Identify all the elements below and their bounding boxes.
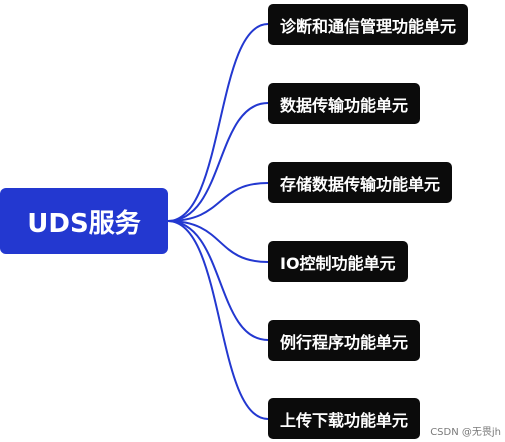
child-node-routine: 例行程序功能单元 xyxy=(268,320,421,361)
child-node-label: 数据传输功能单元 xyxy=(280,95,409,115)
child-node-label: 存储数据传输功能单元 xyxy=(280,174,441,194)
connector-3 xyxy=(167,182,269,222)
connector-5 xyxy=(167,220,269,341)
root-node-uds-service: UDS服务 xyxy=(0,188,168,254)
child-node-diagnostic-comm-mgmt: 诊断和通信管理功能单元 xyxy=(268,4,469,45)
watermark-text: CSDN @无畏jh xyxy=(430,427,501,438)
root-node-label: UDS服务 xyxy=(27,208,141,239)
child-node-label: 上传下载功能单元 xyxy=(280,410,409,430)
connector-2 xyxy=(167,102,269,222)
connector-6 xyxy=(167,220,269,420)
child-node-upload-download: 上传下载功能单元 xyxy=(268,398,421,439)
child-node-data-transmission: 数据传输功能单元 xyxy=(268,83,421,124)
child-node-label: 例行程序功能单元 xyxy=(280,332,409,352)
connector-4 xyxy=(167,220,269,263)
child-node-io-control: IO控制功能单元 xyxy=(268,241,408,282)
child-node-label: IO控制功能单元 xyxy=(280,253,396,273)
child-node-label: 诊断和通信管理功能单元 xyxy=(280,16,457,36)
child-node-stored-data-transmission: 存储数据传输功能单元 xyxy=(268,162,453,203)
connector-1 xyxy=(167,23,269,222)
